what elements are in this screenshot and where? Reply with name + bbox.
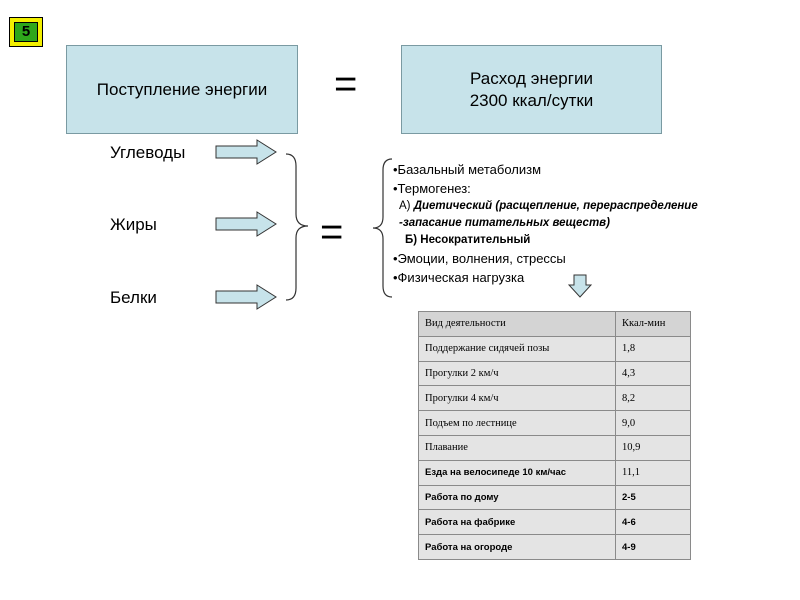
table-cell-activity: Работа на огороде bbox=[418, 534, 616, 560]
table-cell-kcal: 9,0 bbox=[615, 410, 691, 436]
table-cell-activity: Езда на велосипеде 10 км/час bbox=[418, 459, 616, 486]
activity-energy-table: Вид деятельности Ккал-мин Поддержание си… bbox=[418, 311, 691, 560]
table-row: Подъем по лестнице 9,0 bbox=[418, 410, 691, 436]
table-row: Езда на велосипеде 10 км/час 11,1 bbox=[418, 459, 691, 486]
list-item-basal-metabolism: •Базальный метаболизм bbox=[393, 162, 542, 177]
list-item-non-shivering: Б) Несократительный bbox=[405, 234, 531, 246]
nutrient-proteins: Белки bbox=[110, 288, 157, 307]
table-cell-kcal: 10,9 bbox=[615, 434, 691, 461]
table-cell-kcal: 4-6 bbox=[615, 509, 691, 536]
table-cell-activity: Работа по дому bbox=[418, 484, 616, 511]
table-header-activity: Вид деятельности bbox=[418, 311, 616, 337]
table-row: Работа на огороде 4-9 bbox=[418, 534, 691, 560]
table-row: Работа по дому 2-5 bbox=[418, 484, 691, 511]
arrow-right-icon bbox=[215, 139, 277, 165]
table-cell-kcal: 11,1 bbox=[615, 459, 691, 486]
table-cell-kcal: 8,2 bbox=[615, 385, 691, 412]
table-cell-activity: Работа на фабрике bbox=[418, 509, 616, 536]
equals-sign-top: = bbox=[334, 62, 358, 106]
table-row: Прогулки 4 км/ч 8,2 bbox=[418, 385, 691, 412]
dietary-text: Диетический (расщепление, перераспределе… bbox=[413, 200, 698, 212]
energy-intake-box: Поступление энергии bbox=[66, 45, 298, 134]
slide-number: 5 bbox=[14, 22, 38, 42]
list-item-dietary-continued: -запасание питательных веществ) bbox=[399, 217, 610, 229]
table-cell-kcal: 4-9 bbox=[615, 534, 691, 560]
table-cell-kcal: 4,3 bbox=[615, 360, 691, 387]
list-item-thermogenesis: •Термогенез: bbox=[393, 181, 471, 196]
table-cell-activity: Прогулки 2 км/ч bbox=[418, 360, 616, 387]
list-item-dietary: А) Диетический (расщепление, перераспред… bbox=[393, 198, 698, 215]
table-row: Поддержание сидячей позы 1,8 bbox=[418, 335, 691, 362]
right-brace-icon bbox=[285, 153, 309, 301]
energy-expense-box: Расход энергии 2300 ккал/сутки bbox=[401, 45, 662, 134]
table-header-kcal: Ккал-мин bbox=[615, 311, 691, 337]
table-row: Прогулки 2 км/ч 4,3 bbox=[418, 360, 691, 387]
energy-expense-title: Расход энергии bbox=[470, 68, 593, 88]
table-header-row: Вид деятельности Ккал-мин bbox=[418, 311, 691, 337]
arrow-down-icon bbox=[568, 274, 592, 298]
table-cell-activity: Поддержание сидячей позы bbox=[418, 335, 616, 362]
nutrient-fats: Жиры bbox=[110, 215, 157, 234]
table-cell-activity: Подъем по лестнице bbox=[418, 410, 616, 436]
left-brace-icon bbox=[372, 158, 393, 298]
equals-sign-middle: = bbox=[320, 210, 344, 254]
slide-number-badge: 5 bbox=[9, 17, 43, 47]
table-row: Работа на фабрике 4-6 bbox=[418, 509, 691, 536]
dietary-prefix: А) bbox=[399, 200, 414, 212]
arrow-right-icon bbox=[215, 211, 277, 237]
table-cell-activity: Прогулки 4 км/ч bbox=[418, 385, 616, 412]
list-item-physical-activity: •Физическая нагрузка bbox=[393, 270, 525, 285]
energy-expense-list: •Базальный метаболизм •Термогенез: А) Ди… bbox=[393, 160, 698, 287]
table-cell-kcal: 1,8 bbox=[615, 335, 691, 362]
energy-expense-amount: 2300 ккал/сутки bbox=[469, 90, 594, 110]
table-cell-activity: Плавание bbox=[418, 434, 616, 461]
table-cell-kcal: 2-5 bbox=[615, 484, 691, 511]
energy-intake-label: Поступление энергии bbox=[96, 79, 268, 99]
arrow-right-icon bbox=[215, 284, 277, 310]
table-row: Плавание 10,9 bbox=[418, 434, 691, 461]
list-item-emotions: •Эмоции, волнения, стрессы bbox=[393, 251, 566, 266]
nutrient-carbohydrates: Углеводы bbox=[110, 143, 186, 162]
